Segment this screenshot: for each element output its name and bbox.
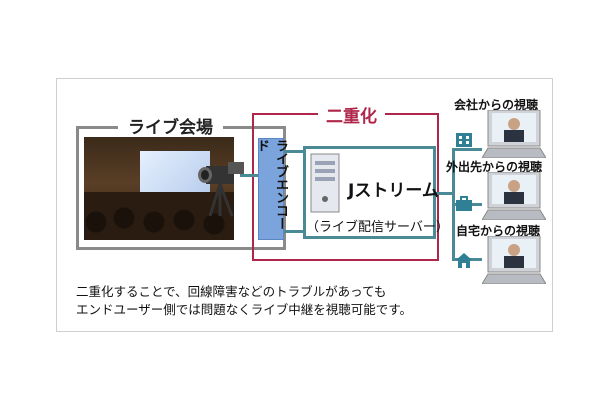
viewer-pc-office xyxy=(482,110,546,158)
server-icon xyxy=(310,153,340,213)
stream-name: Jストリーム xyxy=(348,176,439,201)
redundancy-title: 二重化 xyxy=(318,102,385,127)
explanation-note: 二重化することで、回線障害などのトラブルがあっても エンドユーザー側では問題なく… xyxy=(76,283,412,319)
venue-title: ライブ会場 xyxy=(118,113,223,138)
live-encoder: ライブエンコード xyxy=(258,138,284,240)
note-line-2: エンドユーザー側では問題なくライブ中継を視聴可能です。 xyxy=(76,301,412,319)
video-camera-icon xyxy=(198,160,248,218)
stream-subtitle: （ライブ配信サーバー） xyxy=(306,216,449,235)
viewer-pc-home xyxy=(482,236,546,284)
viewer-pc-outside xyxy=(482,172,546,220)
building-icon xyxy=(455,131,473,147)
viewer-1-branch xyxy=(452,148,482,151)
camera-to-encoder-line xyxy=(240,174,258,177)
note-line-1: 二重化することで、回線障害などのトラブルがあっても xyxy=(76,283,412,301)
encoder-label: ライブエンコード xyxy=(259,139,283,239)
briefcase-icon xyxy=(455,196,473,212)
encoder-to-server-line-bottom xyxy=(284,230,303,233)
house-icon xyxy=(455,252,473,268)
encoder-to-server-line-top xyxy=(284,150,303,153)
